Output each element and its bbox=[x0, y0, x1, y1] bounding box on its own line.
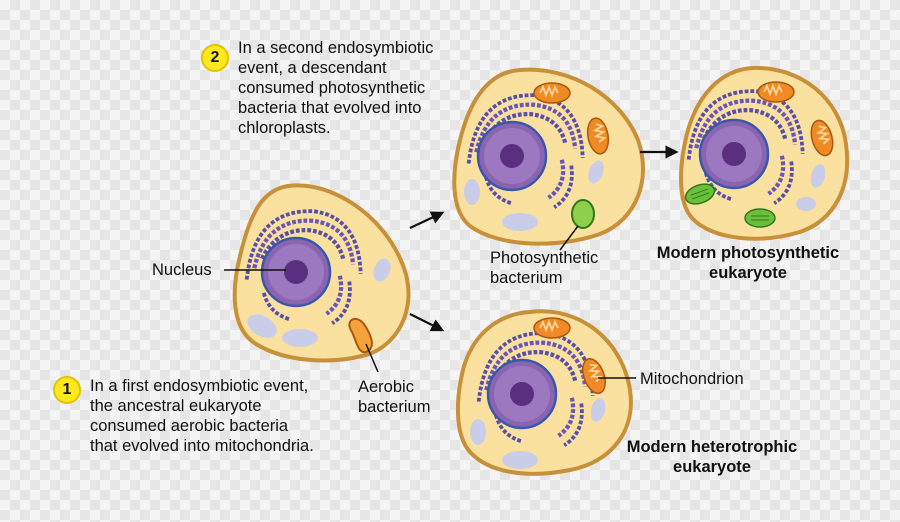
photosynthetic-bacterium-shape bbox=[571, 199, 595, 229]
nucleus-label: Nucleus bbox=[152, 261, 212, 279]
descendant-cell bbox=[452, 67, 646, 246]
mitochondrion-label: Mitochondrion bbox=[640, 370, 744, 388]
modern-heterotrophic-cell bbox=[456, 309, 633, 476]
aerobic-leader bbox=[365, 343, 379, 373]
photosynthetic-bacterium-label: Photosynthetic bacterium bbox=[490, 249, 599, 287]
arrow-to-heterotroph bbox=[409, 313, 445, 332]
ancestral-cell bbox=[232, 183, 411, 363]
step-1-badge: 1 bbox=[53, 376, 81, 404]
ancestral-nucleus bbox=[260, 236, 332, 308]
modern-heterotrophic-label: Modern heterotrophic eukaryote bbox=[626, 438, 798, 476]
step-2-badge: 2 bbox=[201, 44, 229, 72]
modern-photosynthetic-cell bbox=[679, 65, 850, 241]
photosynthetic-leader bbox=[559, 225, 579, 251]
modern-photosynthetic-label: Modern photosynthetic eukaryote bbox=[656, 244, 840, 282]
aerobic-bacterium-shape bbox=[348, 317, 373, 354]
step-2-text: In a second endosymbiotic event, a desce… bbox=[238, 39, 434, 137]
aerobic-bacterium-label: Aerobic bacterium bbox=[358, 378, 431, 416]
arrow-to-descendant bbox=[409, 211, 445, 229]
step-1-text: In a first endosymbiotic event, the ance… bbox=[90, 377, 314, 455]
